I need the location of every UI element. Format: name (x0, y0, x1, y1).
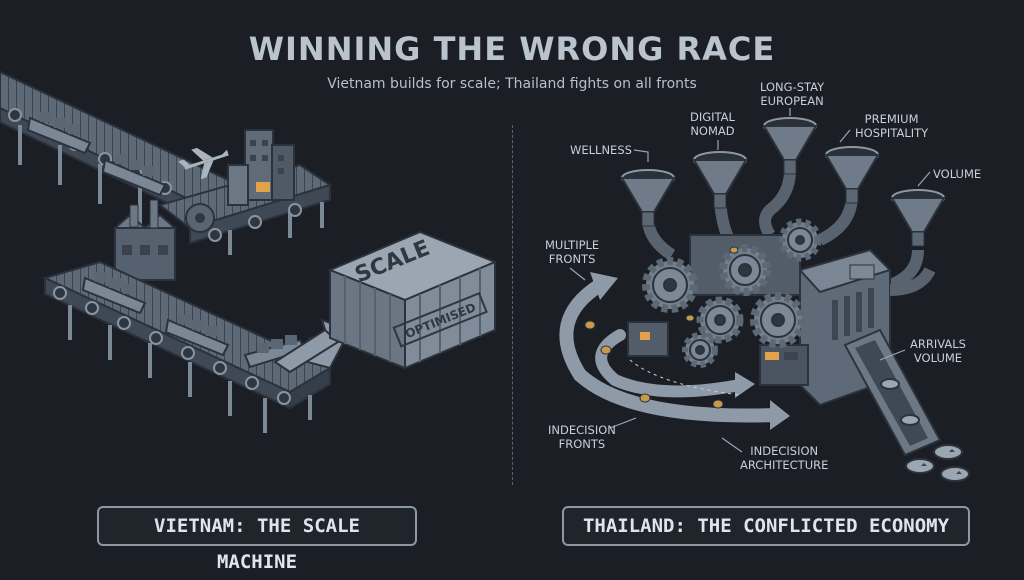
callout-digital-nomad: DIGITAL NOMAD (690, 110, 735, 138)
callout-arrivals-volume: ARRIVALS VOLUME (910, 337, 966, 365)
thailand-conflicted-economy-illustration (0, 0, 1024, 500)
callout-long-stay-european: LONG-STAY EUROPEAN (760, 80, 824, 108)
callout-volume: VOLUME (933, 167, 981, 181)
callout-indecision-architecture: INDECISION ARCHITECTURE (740, 444, 828, 472)
vietnam-panel-label: VIETNAM: THE SCALE MACHINE (97, 506, 417, 546)
callout-multiple-fronts: MULTIPLE FRONTS (545, 238, 599, 266)
callout-premium-hospitality: PREMIUM HOSPITALITY (855, 112, 928, 140)
callout-indecision-fronts: INDECISION FRONTS (548, 423, 616, 451)
thailand-panel-label: THAILAND: THE CONFLICTED ECONOMY (562, 506, 970, 546)
callout-wellness: WELLNESS (570, 143, 632, 157)
